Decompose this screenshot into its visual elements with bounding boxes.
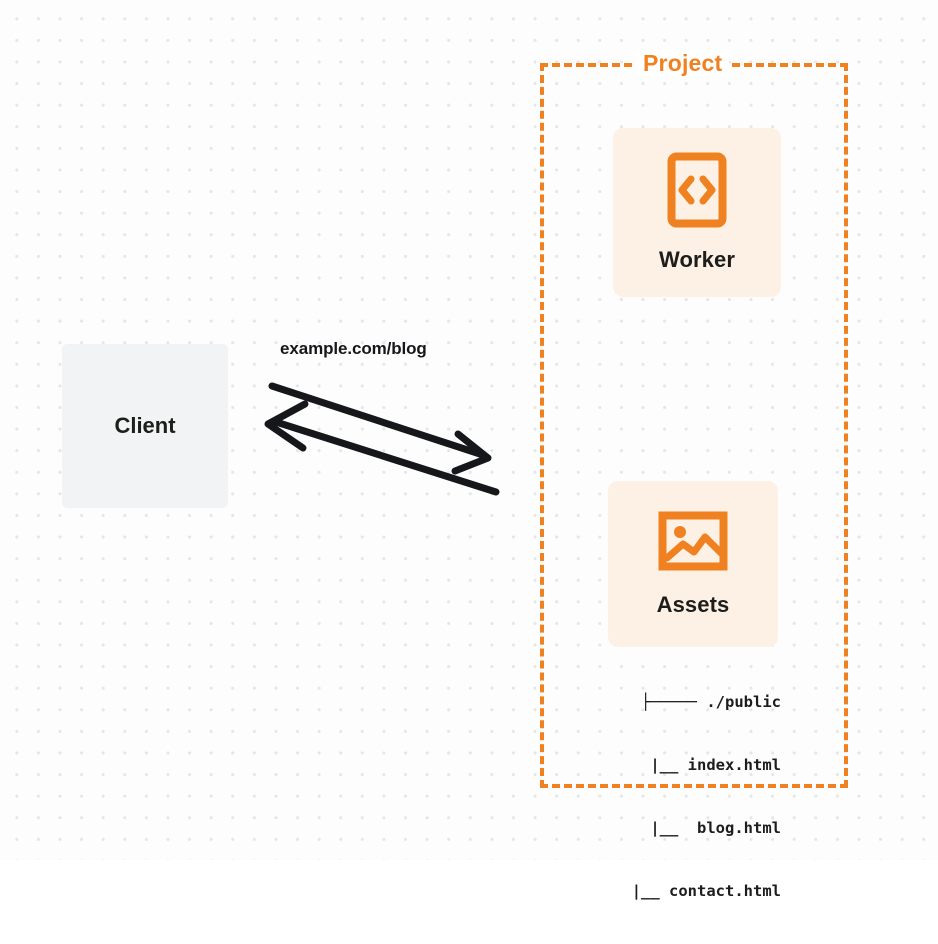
assets-label: Assets (656, 591, 730, 617)
client-label: Client (114, 413, 176, 438)
asset-file-tree: ├───── ./public |__ index.html |__ blog.… (585, 650, 781, 944)
connection-label: example.com/blog (280, 339, 427, 358)
file-tree-row: |__ index.html (594, 756, 781, 774)
image-icon (658, 511, 728, 576)
worker-card[interactable]: Worker (613, 128, 781, 297)
assets-card[interactable]: Assets (608, 481, 778, 647)
worker-label: Worker (659, 247, 735, 272)
file-tree-row: ├───── ./public (641, 693, 781, 711)
diagram-canvas: Client example.com/blog Project Worker A… (0, 0, 938, 900)
file-tree-row: |__ contact.html (631, 882, 781, 900)
request-arrow (268, 382, 492, 475)
response-arrow (264, 400, 500, 496)
client-node[interactable]: Client (62, 344, 228, 508)
project-label: Project (636, 50, 730, 76)
code-document-icon (667, 152, 727, 233)
file-tree-row: |__ blog.html (594, 819, 781, 837)
